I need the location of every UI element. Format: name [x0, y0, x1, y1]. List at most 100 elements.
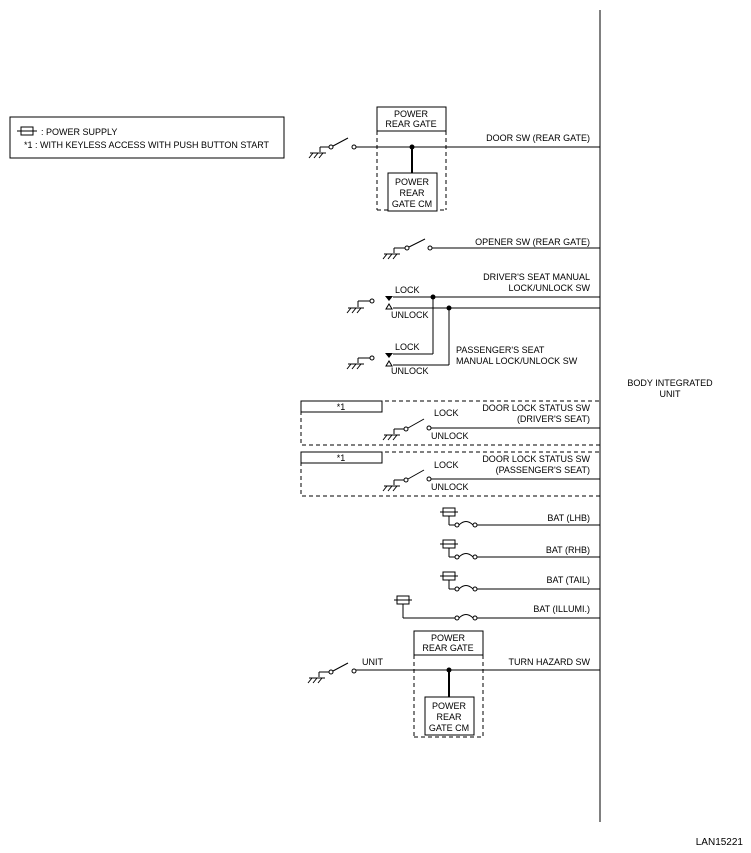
switch-contact — [454, 522, 460, 528]
power-rear-gate-cm-box — [387, 172, 438, 212]
lock-label: LOCK — [434, 408, 459, 418]
switch-contact — [328, 669, 334, 675]
switch-contact — [351, 668, 357, 674]
switch-contact — [454, 554, 460, 560]
power-rear-gate-cm-2-line3: GATE CM — [429, 723, 469, 733]
unit-switch-label: UNIT — [362, 657, 383, 667]
note-box — [300, 400, 383, 413]
ground-icon — [382, 429, 400, 441]
switch-contact — [328, 144, 334, 150]
power-rear-gate-cm-2-line2: REAR — [436, 712, 462, 722]
fuse-icon — [440, 571, 458, 581]
switch-contact — [472, 586, 478, 592]
unlock-label: UNLOCK — [391, 310, 429, 320]
driver-manual-label-2: LOCK/UNLOCK SW — [508, 283, 590, 293]
legend-power-supply: : POWER SUPPLY — [41, 127, 117, 137]
door-sw-rear-gate-circuit: DOOR SW (REAR GATE) POWER REAR GATE POWE… — [308, 106, 600, 212]
unlock-label: UNLOCK — [431, 482, 469, 492]
power-rear-gate-cm-line1: POWER — [395, 177, 430, 187]
power-rear-gate-cm-box-2 — [424, 696, 475, 736]
switch-contact — [472, 554, 478, 560]
switch-contact — [369, 355, 375, 361]
unlock-label: UNLOCK — [431, 431, 469, 441]
passenger-manual-label-1: PASSENGER'S SEAT — [456, 345, 545, 355]
figure-id: LAN15221 — [696, 837, 744, 848]
door-lock-status-driver-circuit: *1 LOCK UNLOCK DOOR LOCK STATUS SW (DRIV… — [300, 400, 601, 446]
fuse-link — [458, 614, 474, 619]
switch-contact — [404, 245, 410, 251]
turn-hazard-sw-circuit: UNIT TURN HAZARD SW POWER REAR GATE POWE… — [307, 630, 600, 738]
fuse-icon — [17, 126, 37, 136]
lock-status-driver-label-1: DOOR LOCK STATUS SW — [482, 403, 590, 413]
lock-arrow-icon — [385, 296, 393, 301]
fuse-icon — [394, 595, 412, 605]
driver-manual-label-1: DRIVER'S SEAT MANUAL — [483, 272, 590, 282]
bat-lhb-label: BAT (LHB) — [547, 513, 590, 523]
opener-sw-circuit: OPENER SW (REAR GATE) — [382, 237, 600, 260]
unit-label-line2: UNIT — [660, 389, 681, 399]
switch-contact — [472, 522, 478, 528]
bat-lhb-circuit: BAT (LHB) — [440, 507, 600, 528]
fuse-icon — [440, 539, 458, 549]
passenger-manual-label-2: MANUAL LOCK/UNLOCK SW — [456, 356, 578, 366]
lock-status-pass-label-1: DOOR LOCK STATUS SW — [482, 454, 590, 464]
switch-contact — [454, 615, 460, 621]
legend-note: *1 : WITH KEYLESS ACCESS WITH PUSH BUTTO… — [24, 140, 270, 150]
bat-illumi-circuit: BAT (ILLUMI.) — [394, 595, 600, 621]
switch-contact — [403, 477, 409, 483]
opener-sw-label: OPENER SW (REAR GATE) — [475, 237, 590, 247]
switch-contact — [426, 476, 432, 482]
legend: : POWER SUPPLY *1 : WITH KEYLESS ACCESS … — [9, 116, 285, 159]
switch-contact — [369, 298, 375, 304]
switch-contact — [472, 615, 478, 621]
switch-blade — [407, 469, 425, 480]
power-rear-gate-line2: REAR GATE — [385, 119, 436, 129]
note-star1: *1 — [337, 453, 346, 463]
switch-contact — [426, 425, 432, 431]
switch-contact — [427, 245, 433, 251]
bat-rhb-circuit: BAT (RHB) — [440, 539, 600, 560]
lock-label: LOCK — [395, 342, 420, 352]
power-rear-gate-box — [376, 106, 447, 132]
unit-label-line1: BODY INTEGRATED — [627, 378, 713, 388]
manual-lock-unlock-circuit: DRIVER'S SEAT MANUAL LOCK/UNLOCK SW LOCK… — [346, 272, 600, 376]
switch-blade — [332, 662, 349, 672]
ground-icon — [382, 480, 400, 492]
power-rear-gate-2-line2: REAR GATE — [422, 643, 473, 653]
turn-hazard-label: TURN HAZARD SW — [509, 657, 591, 667]
power-rear-gate-cm-2-line1: POWER — [432, 701, 467, 711]
power-rear-gate-box-2 — [413, 630, 484, 656]
ground-icon — [308, 147, 326, 159]
lock-status-pass-label-2: (PASSENGER'S SEAT) — [496, 465, 590, 475]
fuse-icon — [440, 507, 458, 517]
switch-contact — [403, 426, 409, 432]
bat-illumi-label: BAT (ILLUMI.) — [533, 604, 590, 614]
ground-icon — [307, 672, 325, 684]
ground-icon — [346, 358, 364, 370]
switch-blade — [408, 238, 426, 248]
fuse-link — [458, 585, 474, 590]
note-box — [300, 451, 383, 464]
switch-contact — [454, 586, 460, 592]
note-star1: *1 — [337, 402, 346, 412]
switch-blade — [407, 418, 425, 429]
bat-rhb-label: BAT (RHB) — [546, 545, 590, 555]
lock-status-driver-label-2: (DRIVER'S SEAT) — [517, 414, 590, 424]
power-rear-gate-2-line1: POWER — [431, 633, 466, 643]
ground-icon — [346, 301, 364, 314]
ground-icon — [382, 248, 400, 260]
bat-tail-circuit: BAT (TAIL) — [440, 571, 600, 592]
power-rear-gate-cm-line2: REAR — [399, 188, 425, 198]
power-rear-gate-line1: POWER — [394, 109, 429, 119]
switch-blade — [332, 137, 349, 147]
lock-arrow-icon — [385, 353, 393, 358]
power-rear-gate-cm-line3: GATE CM — [392, 199, 432, 209]
unlock-arrow-icon — [385, 360, 393, 367]
unlock-label: UNLOCK — [391, 366, 429, 376]
switch-contact — [351, 144, 357, 150]
unlock-arrow-icon — [385, 303, 393, 310]
fuse-link — [458, 553, 474, 558]
fuse-link — [458, 521, 474, 526]
bat-tail-label: BAT (TAIL) — [546, 575, 590, 585]
